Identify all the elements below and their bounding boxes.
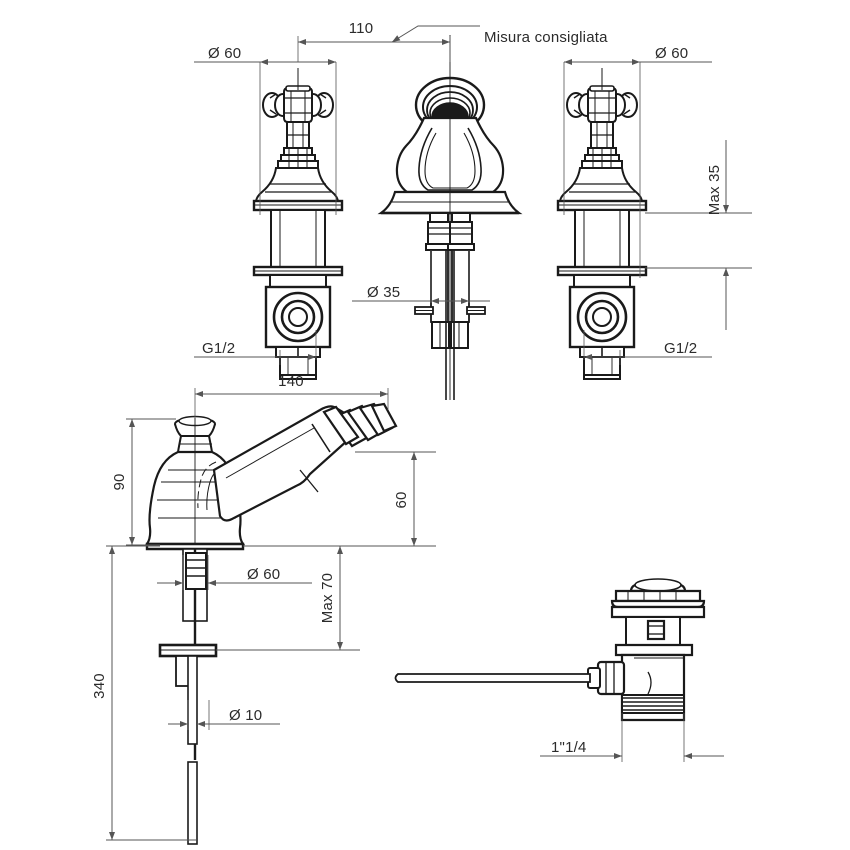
dim-90: 90 [111, 418, 176, 546]
waste-view-group: 1"1/4 [394, 578, 724, 762]
dim-g12-right: G1/2 [583, 330, 712, 365]
dim-phi10: Ø 10 [168, 700, 280, 730]
dim-label-60: 60 [393, 491, 410, 508]
dim-140: 140 [194, 373, 389, 418]
dim-label-90: 90 [111, 473, 128, 490]
dim-340: 340 [91, 545, 196, 841]
dim-g12-left: G1/2 [194, 330, 317, 365]
dim-label-thread-size: 1"1/4 [551, 739, 587, 756]
dim-label-max35: Max 35 [706, 165, 723, 215]
dim-phi60-bidet: Ø 60 [157, 555, 312, 590]
dim-max35: Max 35 [645, 140, 752, 330]
pop-up-waste-body [394, 578, 706, 722]
dim-phi60-left: Ø 60 [194, 45, 337, 215]
dim-phi35: Ø 35 [352, 250, 490, 304]
dim-label-phi60-left: Ø 60 [208, 45, 241, 62]
dim-phi60-right: Ø 60 [563, 45, 712, 278]
spout-front-view [377, 35, 523, 400]
dim-thread-size: 1"1/4 [540, 713, 724, 762]
dim-label-340: 340 [91, 673, 108, 699]
dim-label-phi35: Ø 35 [367, 284, 400, 301]
dim-label-phi60-right: Ø 60 [655, 45, 688, 62]
dim-label-g12-left: G1/2 [202, 340, 235, 357]
dim-label-phi60-bidet: Ø 60 [247, 566, 280, 583]
dim-label-g12-right: G1/2 [664, 340, 697, 357]
bidet-view-group: 140 90 60 Max 70 [91, 373, 436, 845]
top-view-group: Ø 60 110 Misura consigliata Ø 60 [194, 20, 752, 400]
bidet-mixer-body [144, 402, 398, 845]
dim-max70: Max 70 [216, 545, 360, 651]
dim-label-max70: Max 70 [319, 573, 336, 623]
dim-label-140: 140 [278, 373, 304, 390]
dim-label-110: 110 [349, 20, 374, 37]
dim-label-phi10: Ø 10 [229, 707, 262, 724]
dim-110: 110 [297, 20, 451, 62]
annotation-label-misura: Misura consigliata [484, 29, 608, 46]
annotation-misura-consigliata: Misura consigliata [391, 25, 608, 46]
